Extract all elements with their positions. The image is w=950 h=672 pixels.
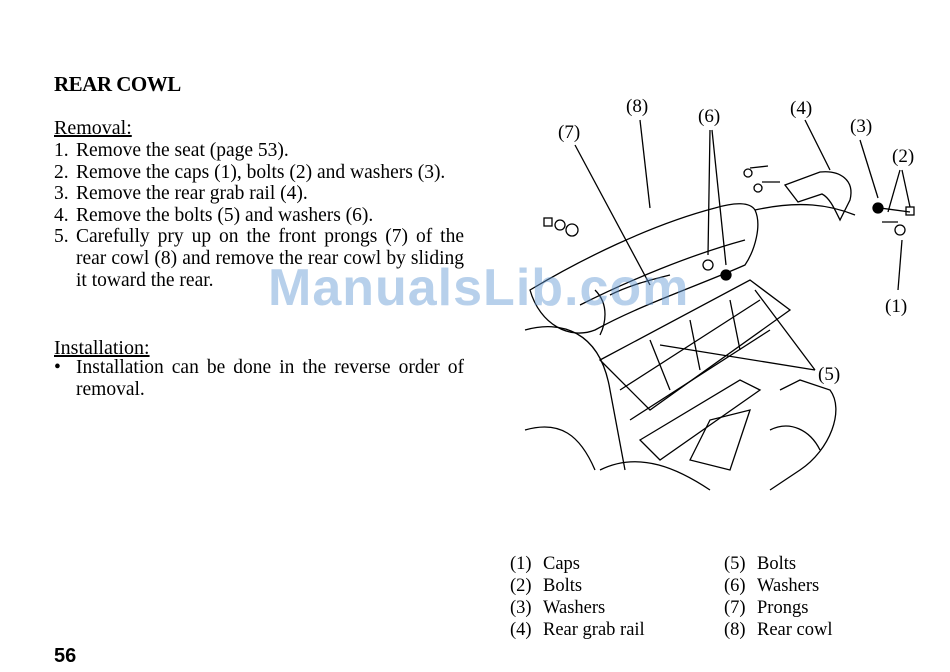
removal-step: 3. Remove the rear grab rail (4). [54,183,464,205]
legend-number: (2) [510,576,532,596]
page-number: 56 [54,645,77,667]
rear-cowl-line [579,239,746,306]
step-text: Carefully pry up on the front prongs (7)… [76,226,464,291]
step-number: 2. [54,161,69,183]
washer [753,183,763,193]
legend-item: (3) Washers [510,597,645,619]
prong [594,289,606,336]
legend-item: (7) Prongs [724,597,833,619]
callout-label: (1) [885,296,907,317]
step-number: 3. [54,183,69,205]
side-panel-outline [524,326,626,471]
rear-cowl-outline [529,203,759,334]
bullet-icon: • [54,357,61,378]
rail-mount-line [754,203,856,216]
leader-line [659,289,816,371]
leader-line [887,169,911,213]
legend-item: (8) Rear cowl [724,619,833,641]
lower-frame [599,461,711,491]
rear-fender [689,409,751,471]
watermark-suffix: .com [564,259,690,317]
legend-number: (6) [724,576,746,596]
removal-step: 2. Remove the caps (1), bolts (2) and was… [54,162,464,184]
leader-line [707,129,727,266]
legend-label: Washers [543,598,606,618]
bolt-head [543,217,553,227]
washer [554,219,566,231]
frame-crossbar [619,299,761,391]
washer [720,269,732,281]
seat-rail-frame [598,279,792,411]
step-number: 1. [54,140,69,161]
installation-note: • Installation can be done in the revers… [54,357,464,401]
legend-item: (1) Caps [510,553,645,575]
removal-step: 5. Carefully pry up on the front prongs (… [54,226,464,291]
legend-number: (5) [724,554,746,574]
leader-line [804,119,831,171]
callout-label: (7) [558,122,580,143]
leader-line [639,119,651,209]
washer [743,168,753,178]
leader-line [897,239,903,291]
step-number: 4. [54,204,69,226]
washer [702,259,714,271]
step-text: Remove the caps (1), bolts (2) and washe… [76,161,446,183]
step-number: 5. [54,226,69,248]
legend-item: (4) Rear grab rail [510,619,645,641]
step-text: Remove the bolts (5) and washers (6). [76,204,374,226]
rear-cowl-detail [609,274,671,296]
legend-label: Rear grab rail [543,620,645,640]
legend-label: Rear cowl [757,620,833,640]
wiring [649,299,741,391]
leader-line [859,139,879,199]
legend-label: Caps [543,554,580,574]
washer [565,223,579,237]
side-panel-lower [524,426,596,471]
step-text: Remove the seat (page 53). [76,140,289,161]
frame-crossbar [629,329,771,421]
callout-label: (3) [850,116,872,137]
legend-right: (5) Bolts (6) Washers (7) Prongs (8) Rear co… [724,553,833,641]
legend-number: (4) [510,620,532,640]
removal-step: 4. Remove the bolts (5) and washers (6). [54,205,464,227]
page-title: REAR COWL [54,72,181,96]
legend-number: (8) [724,620,746,640]
callout-label: (5) [818,364,840,385]
legend-label: Bolts [543,576,583,596]
leader-line [574,144,651,286]
removal-heading: Removal: [54,117,132,139]
legend-item: (6) Washers [724,575,833,597]
removal-step: 1. Remove the seat (page 53). [54,140,464,162]
removal-steps: 1. Remove the seat (page 53). 2. Remove th… [54,140,464,291]
callout-label: (6) [698,106,720,127]
watermark-text: ManualsLib [268,259,565,317]
installation-text: Installation can be done in the reverse … [76,357,464,400]
callout-label: (4) [790,98,812,119]
legend-item: (5) Bolts [724,553,833,575]
legend-label: Prongs [757,598,809,618]
muffler-outline [769,379,837,491]
step-text: Remove the rear grab rail (4). [76,183,308,205]
muffler-shading [769,425,821,451]
installation-heading: Installation: [54,337,150,359]
legend-label: Washers [757,576,820,596]
callout-label: (8) [626,96,648,117]
battery-box [638,379,762,461]
legend-number: (1) [510,554,532,574]
bolt [749,165,911,223]
watermark-logo: ManualsLib.com [268,258,689,318]
grab-rail [783,171,852,222]
legend-number: (3) [510,598,532,618]
legend-left: (1) Caps (2) Bolts (3) Washers (4) Rear grab… [510,553,645,641]
legend-number: (7) [724,598,746,618]
legend-item: (2) Bolts [510,575,645,597]
callout-label: (2) [892,146,914,167]
cap [894,224,906,236]
rear-cowl-diagram: (8) (7) (6) (4) (3) (2) (1) (5) [524,96,915,491]
legend-label: Bolts [757,554,797,574]
